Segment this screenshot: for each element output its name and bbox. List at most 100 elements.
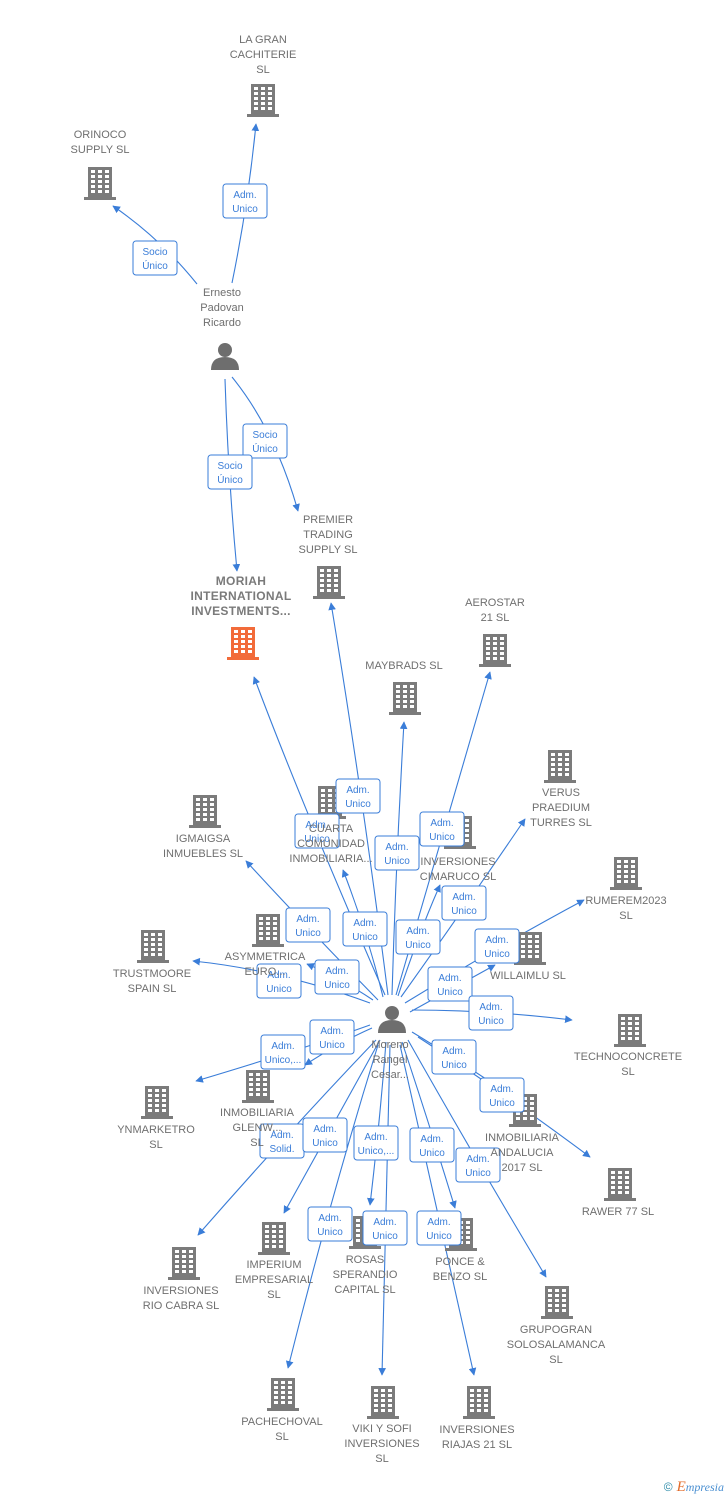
edge-label-text: Adm. [320,1026,343,1037]
edge-moreno-to-riajas [399,1044,477,1376]
edge-label-text: Adm. [373,1217,396,1228]
glenwood-building-icon[interactable] [242,1070,274,1103]
ernesto-person-icon[interactable] [211,343,239,370]
edge-label-moreno-to-rawer77[interactable]: Adm.Unico [479,1077,525,1113]
moreno-person-icon[interactable] [378,1006,406,1033]
edge-label-text: Adm. [442,1046,465,1057]
edge-label-moreno-to-igmaigsa[interactable]: Adm.Unico [285,907,331,943]
edge-label-moreno-to-glenwood[interactable]: Adm.Unico [309,1019,355,1055]
edge-label-text: Adm. [452,892,475,903]
edge-label-moreno-to-aerostar[interactable]: Adm.Unico [419,811,465,847]
node-label-grupogran[interactable]: GRUPOGRAN SOLOSALAMANCA SL [506,1324,606,1366]
rio-cabra-building-icon[interactable] [168,1247,200,1280]
edge-label-moreno-to-asymmetrica[interactable]: Adm.Unico [314,959,360,995]
edge-label-text: Socio [217,461,242,472]
edge-label-moreno-to-ponce[interactable]: Adm.Unico [409,1127,455,1163]
edge-label-text: Adm. [479,1002,502,1013]
ynmarketro-building-icon[interactable] [141,1086,173,1119]
edge-label-moreno-to-moriah[interactable]: Adm.Unico [294,813,340,849]
node-label-cuarta[interactable]: CUARTA COMUNIDAD INMOBILIARIA... [289,823,373,865]
pachechoval-building-icon[interactable] [267,1378,299,1411]
node-label-rawer77[interactable]: RAWER 77 SL [581,1206,655,1218]
edge-label-moreno-to-verus[interactable]: Adm.Unico [441,885,487,921]
grupogran-building-icon[interactable] [541,1286,573,1319]
node-label-verus[interactable]: VERUS PRAEDIUM TURRES SL [530,787,592,829]
edge-label-moreno-to-ynmarketro[interactable]: Adm.Unico,... [260,1034,306,1070]
edge-label-text: Adm. [427,1217,450,1228]
la-gran-cachiterie-building-icon[interactable] [247,84,279,117]
node-label-ponce[interactable]: PONCE & BENZO SL [432,1256,488,1283]
edge-label-moreno-to-rumerem[interactable]: Adm.Unico [474,928,520,964]
node-label-glenwood[interactable]: INMOBILIARIA GLENW... SL [220,1107,294,1149]
node-label-moreno[interactable]: Moreno Rangel Cesar... [371,1039,409,1081]
edge-label-text: Adm. [385,842,408,853]
orinoco-supply-building-icon[interactable] [84,167,116,200]
node-label-pachechoval[interactable]: PACHECHOVAL SL [241,1416,323,1443]
aerostar-building-icon[interactable] [479,634,511,667]
edges-layer [112,123,591,1376]
node-label-viki-sofi[interactable]: VIKI Y SOFI INVERSIONES SL [344,1423,420,1465]
node-label-willaimlu[interactable]: WILLAIMLU SL [490,970,566,982]
node-label-rio-cabra[interactable]: INVERSIONES RIO CABRA SL [142,1285,220,1312]
edge-label-moreno-to-cimaruco[interactable]: Adm.Unico [395,919,441,955]
node-label-igmaigsa[interactable]: IGMAIGSA INMUEBLES SL [162,833,244,860]
rawer77-building-icon[interactable] [604,1168,636,1201]
edge-label-moreno-to-andalucia[interactable]: Adm.Unico [431,1039,477,1075]
edge-label-moreno-to-willaimlu[interactable]: Adm.Unico [427,966,473,1002]
node-label-maybrads[interactable]: MAYBRADS SL [365,660,443,672]
edge-label-text: Unico [312,1138,338,1149]
node-label-rumerem[interactable]: RUMEREM2023 SL [585,895,667,922]
rumerem-building-icon[interactable] [610,857,642,890]
edge-label-text: Adm. [318,1213,341,1224]
node-label-ynmarketro[interactable]: YNMARKETRO SL [117,1124,195,1151]
trustmoore-building-icon[interactable] [137,930,169,963]
edge-label-text: Unico [489,1098,515,1109]
node-label-technoconcrete[interactable]: TECHNOCONCRETE SL [573,1051,683,1078]
premier-trading-building-icon[interactable] [313,566,345,599]
node-label-moriah[interactable]: MORIAH INTERNATIONAL INVESTMENTS... [190,574,292,618]
viki-sofi-building-icon[interactable] [367,1386,399,1419]
edge-label-moreno-to-viki-sofi[interactable]: Adm.Unico [362,1210,408,1246]
edge-label-ernesto-to-la-gran-cachiterie[interactable]: Adm.Unico [222,183,268,219]
node-label-asymmetrica[interactable]: ASYMMETRICA EURO... [224,951,306,978]
node-label-aerostar[interactable]: AEROSTAR 21 SL [465,597,525,624]
edge-moreno-to-rosas [366,1041,387,1206]
edge-label-text: Unico [405,940,431,951]
edge-label-text: Adm. [485,935,508,946]
node-label-rosas[interactable]: ROSAS SPERANDIO CAPITAL SL [332,1254,398,1296]
imperium-building-icon[interactable] [258,1222,290,1255]
asymmetrica-building-icon[interactable] [252,914,284,947]
node-label-imperium[interactable]: IMPERIUM EMPRESARIAL SL [234,1259,314,1301]
edge-label-text: Adm. [466,1154,489,1165]
edge-label-moreno-to-cuarta[interactable]: Adm.Unico [342,911,388,947]
edge-label-moreno-to-riajas[interactable]: Adm.Unico [416,1210,462,1246]
moriah-building-icon[interactable] [227,627,259,660]
edge-label-moreno-to-maybrads[interactable]: Adm.Unico [374,835,420,871]
edge-label-moreno-to-technoconcrete[interactable]: Adm.Unico [468,995,514,1031]
edge-label-moreno-to-trustmoore[interactable]: Adm.Unico [256,963,302,999]
edge-label-moreno-to-imperium[interactable]: Adm.Unico [302,1117,348,1153]
node-label-premier-trading[interactable]: PREMIER TRADING SUPPLY SL [298,514,358,556]
technoconcrete-building-icon[interactable] [614,1014,646,1047]
edge-label-moreno-to-grupogran[interactable]: Adm.Unico [455,1147,501,1183]
node-label-orinoco-supply[interactable]: ORINOCO SUPPLY SL [70,129,130,156]
node-label-ernesto[interactable]: Ernesto Padovan Ricardo [200,287,244,329]
willaimlu-building-icon[interactable] [514,932,546,965]
edge-label-moreno-to-rosas[interactable]: Adm.Unico,... [353,1125,399,1161]
edge-label-moreno-to-premier-trading[interactable]: Adm.Unico [335,778,381,814]
node-label-andalucia[interactable]: INMOBILIARIA ANDALUCIA 2017 SL [485,1132,559,1174]
verus-building-icon[interactable] [544,750,576,783]
node-label-trustmoore[interactable]: TRUSTMOORE SPAIN SL [112,968,192,995]
edge-label-text: Socio [142,247,167,258]
node-label-cimaruco[interactable]: INVERSIONES CIMARUCO SL [419,856,497,883]
node-label-riajas[interactable]: INVERSIONES RIAJAS 21 SL [439,1424,515,1451]
edge-label-moreno-to-pachechoval[interactable]: Adm.Unico [307,1206,353,1242]
maybrads-building-icon[interactable] [389,682,421,715]
riajas-building-icon[interactable] [463,1386,495,1419]
edge-label-text: Adm. [296,914,319,925]
node-label-la-gran-cachiterie[interactable]: LA GRAN CACHITERIE SL [229,34,297,76]
igmaigsa-building-icon[interactable] [189,795,221,828]
